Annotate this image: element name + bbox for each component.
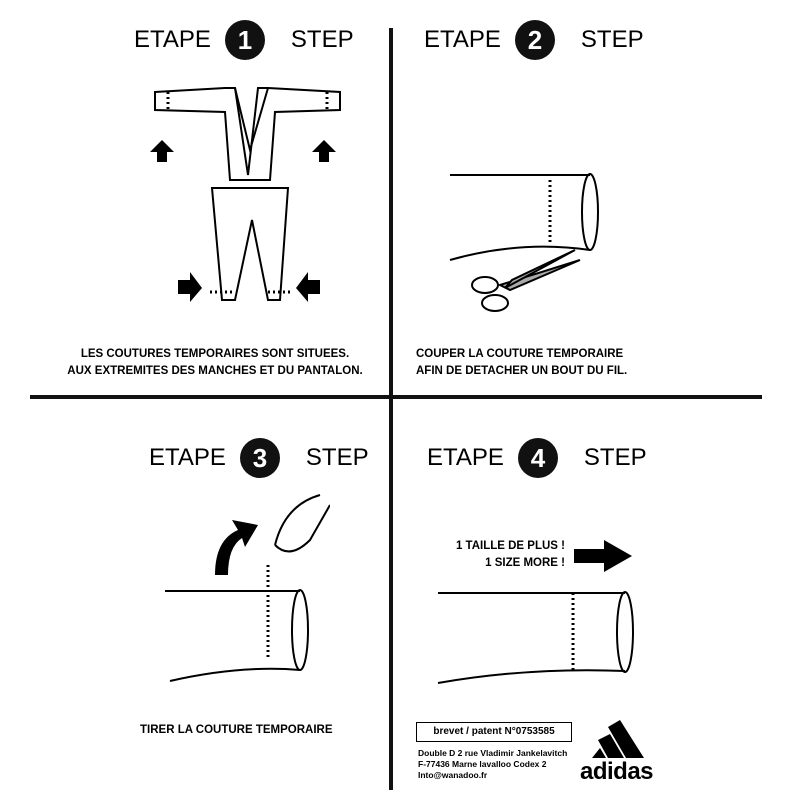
step-2-header: ETAPE 2 STEP <box>424 20 644 60</box>
caption-line: AUX EXTREMITES DES MANCHES ET DU PANTALO… <box>67 365 363 377</box>
brand-wordmark: adidas <box>580 758 654 785</box>
curved-arrow-up-icon <box>215 520 258 575</box>
step-1-header: ETAPE 1 STEP <box>134 20 354 60</box>
step-label: STEP <box>583 444 647 471</box>
patent-box: brevet / patent N°0753585 <box>416 722 572 742</box>
vertical-divider <box>389 28 393 790</box>
horizontal-divider <box>30 395 762 399</box>
adidas-logo-icon <box>592 720 644 758</box>
step-label: STEP <box>305 444 369 471</box>
size-note-en: 1 SIZE MORE ! <box>485 557 565 569</box>
step-2-caption: COUPER LA COUTURE TEMPORAIRE AFIN DE DET… <box>416 346 627 380</box>
step-number-badge: 2 <box>514 20 555 60</box>
arrow-right-icon <box>574 540 632 572</box>
step-3-header: ETAPE 3 STEP <box>149 438 369 478</box>
sleeve-illustration <box>437 591 634 684</box>
step-label: STEP <box>580 26 644 53</box>
arrow-left-icon <box>296 272 320 302</box>
pull-thread-illustration <box>165 494 330 682</box>
arrow-up-icon <box>312 140 336 162</box>
etape-label: ETAPE <box>149 444 226 471</box>
size-note-fr: 1 TAILLE DE PLUS ! <box>455 540 565 552</box>
step-4-header: ETAPE 4 STEP <box>427 438 647 478</box>
arrow-right-icon <box>178 272 202 302</box>
step-number-badge: 4 <box>517 438 558 478</box>
etape-label: ETAPE <box>424 26 501 53</box>
caption-line: COUPER LA COUTURE TEMPORAIRE <box>416 348 624 360</box>
etape-label: ETAPE <box>427 444 504 471</box>
step-label: STEP <box>290 26 354 53</box>
size-note: 1 TAILLE DE PLUS ! 1 SIZE MORE ! <box>440 538 565 572</box>
judogi-illustration <box>150 87 341 302</box>
etape-label: ETAPE <box>134 26 211 53</box>
address-line: Double D 2 rue Vladimir Jankelavitch <box>418 748 568 758</box>
step-number-badge: 3 <box>239 438 280 478</box>
address-block: Double D 2 rue Vladimir Jankelavitch F-7… <box>418 748 567 781</box>
sleeve-scissors-illustration <box>449 173 599 312</box>
step-number-badge: 1 <box>224 20 265 60</box>
step-1-caption: LES COUTURES TEMPORAIRES SONT SITUEES. A… <box>60 346 370 380</box>
caption-line: TIRER LA COUTURE TEMPORAIRE <box>140 724 333 736</box>
address-line: F-77436 Marne lavalloo Codex 2 <box>418 759 547 769</box>
caption-line: AFIN DE DETACHER UN BOUT DU FIL. <box>416 365 628 377</box>
step-3-caption: TIRER LA COUTURE TEMPORAIRE <box>140 722 333 739</box>
email-line: Into@wanadoo.fr <box>418 770 488 780</box>
caption-line: LES COUTURES TEMPORAIRES SONT SITUEES. <box>80 348 350 360</box>
arrow-up-icon <box>150 140 174 162</box>
scissors-icon <box>471 249 581 312</box>
